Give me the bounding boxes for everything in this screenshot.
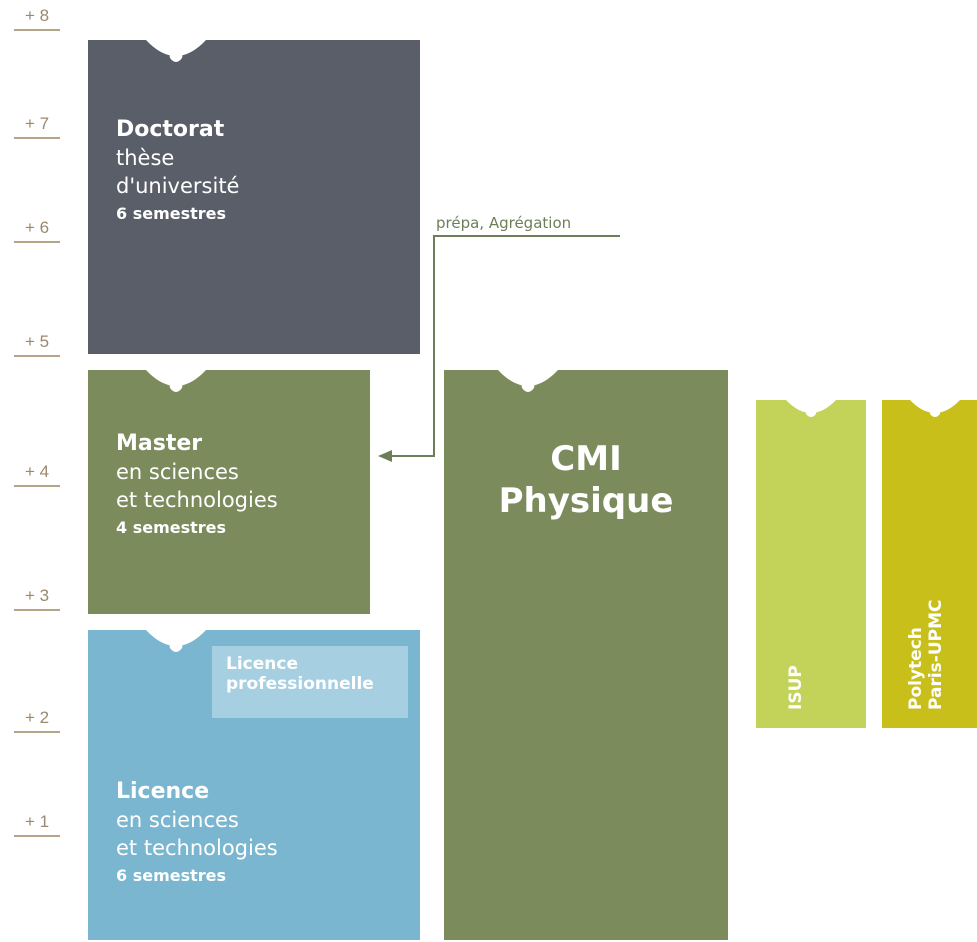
drop-icon [169, 40, 183, 62]
isup-box: ISUP [756, 398, 866, 728]
cmi-title-line1: CMI [550, 439, 622, 479]
cmi-shape [444, 370, 728, 940]
cmi-box: CMI Physique [444, 368, 728, 940]
licence-box: Licence professionnelle Licence en scien… [88, 628, 420, 940]
master-box: Master en sciences et technologies 4 sem… [88, 368, 370, 614]
licence-pro-line2: professionnelle [226, 674, 374, 694]
polytech-label: Polytech Paris-UPMC [906, 599, 946, 710]
polytech-line2: Paris-UPMC [926, 599, 946, 710]
master-line1: en sciences [116, 460, 239, 484]
polytech-line1: Polytech [906, 627, 926, 710]
level-marker: + 7 [14, 114, 60, 139]
connector-label: prépa, Agrégation [436, 214, 572, 232]
drop-icon [805, 400, 817, 417]
master-title: Master [116, 431, 203, 456]
master-shape [88, 370, 370, 614]
level-marker: + 3 [14, 586, 60, 611]
master-line2: et technologies [116, 488, 278, 512]
isup-shape [756, 400, 866, 728]
doctorat-box: Doctorat thèse d'université 6 semestres [88, 38, 420, 354]
level-marker: + 5 [14, 332, 60, 357]
drop-icon [929, 400, 941, 417]
drop-icon [521, 370, 535, 392]
doctorat-line2: d'université [116, 174, 240, 198]
licence-line1: en sciences [116, 808, 239, 832]
doctorat-duration: 6 semestres [116, 204, 227, 223]
polytech-shape [882, 400, 977, 728]
doctorat-line1: thèse [116, 146, 175, 170]
licence-pro-line1: Licence [226, 654, 298, 674]
level-marker: + 2 [14, 708, 60, 733]
isup-label: ISUP [786, 665, 806, 710]
level-marker: + 1 [14, 812, 60, 837]
level-marker: + 4 [14, 462, 60, 487]
doctorat-shape [88, 40, 420, 354]
level-marker: + 8 [14, 6, 60, 31]
polytech-box: Polytech Paris-UPMC [882, 398, 977, 728]
level-marker: + 6 [14, 218, 60, 243]
licence-title: Licence [116, 779, 210, 804]
drop-icon [169, 630, 183, 652]
licence-line2: et technologies [116, 836, 278, 860]
cmi-title-line2: Physique [498, 481, 674, 521]
licence-pro-box: Licence professionnelle [212, 646, 408, 718]
master-duration: 4 semestres [116, 518, 227, 537]
arrow-head-icon [378, 450, 392, 462]
doctorat-title: Doctorat [116, 117, 225, 142]
drop-icon [169, 370, 183, 392]
licence-duration: 6 semestres [116, 866, 227, 885]
